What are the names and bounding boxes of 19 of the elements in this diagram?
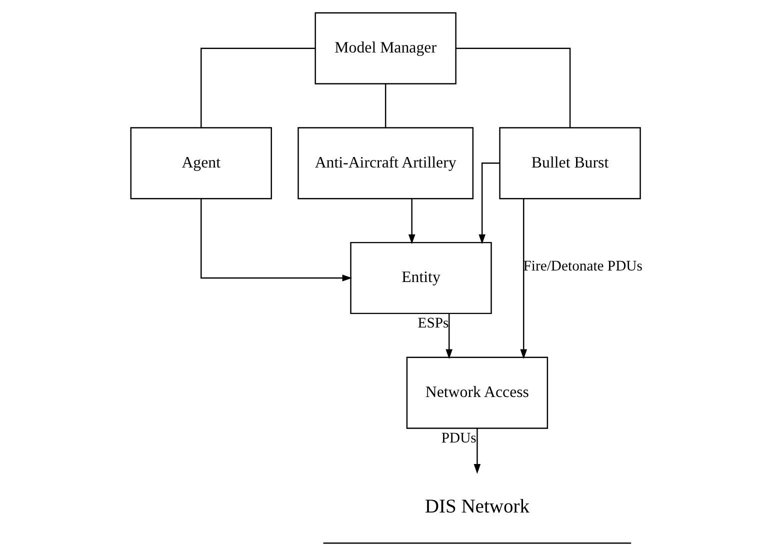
connector [200, 48, 316, 128]
edge-label: Fire/Detonate PDUs [523, 258, 642, 274]
node-box: Anti-Aircraft Artillery [298, 127, 474, 200]
arrow [520, 199, 528, 360]
node-box: Entity [350, 242, 492, 314]
connector [456, 48, 571, 128]
arrow [200, 198, 352, 282]
node-box: Bullet Burst [499, 127, 641, 200]
arrow [474, 428, 481, 474]
arrow [408, 198, 416, 244]
node-box: Agent [130, 127, 272, 200]
node-text: DIS Network [424, 496, 530, 518]
connector [384, 84, 386, 128]
arrow [478, 162, 500, 244]
edge-label: PDUs [441, 430, 476, 446]
node-box: Network Access [406, 356, 548, 429]
edge-label: ESPs [418, 316, 449, 332]
arrow [446, 314, 453, 359]
node-box: Model Manager [314, 12, 456, 84]
